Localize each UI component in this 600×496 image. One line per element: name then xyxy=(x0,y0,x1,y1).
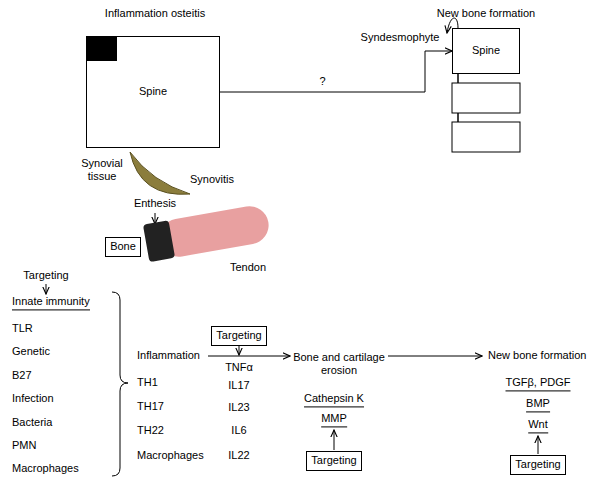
text-label: BMP xyxy=(526,397,550,412)
text-label: Inflammation osteitis xyxy=(105,7,205,20)
text-label: Inflammation xyxy=(137,349,200,362)
text-label: New bone formation xyxy=(488,349,586,362)
bony-bridge xyxy=(457,113,459,122)
edge-group xyxy=(220,51,452,92)
text-label: Bacteria xyxy=(12,416,52,429)
text-label: TLR xyxy=(12,322,33,335)
node-text: Bone xyxy=(110,240,136,253)
flow-arrow xyxy=(208,356,290,357)
spine-box: Spine xyxy=(452,28,520,74)
node-text: Spine xyxy=(472,44,500,57)
text-label: Cathepsin K xyxy=(304,392,364,407)
bony-bridge xyxy=(457,74,459,83)
text-label: New bone formation xyxy=(437,7,535,20)
text-label: Wnt xyxy=(528,418,548,433)
text-label: Enthesis xyxy=(134,197,176,210)
text-label: Innate immunity xyxy=(12,295,90,310)
text-label: Synovial tissue xyxy=(71,157,133,183)
text-label: TH17 xyxy=(137,400,164,413)
text-label: Tendon xyxy=(230,261,266,274)
text-label: IL17 xyxy=(228,379,249,392)
target-box: Targeting xyxy=(510,455,566,475)
flow-arrow xyxy=(388,356,482,357)
vertebra-box xyxy=(452,122,520,152)
tendon-figure xyxy=(143,203,272,262)
enthesis-arrow xyxy=(155,213,156,224)
text-label: PMN xyxy=(12,439,36,452)
text-label: IL23 xyxy=(228,401,249,414)
synovium-crescent xyxy=(130,152,190,194)
text-label: TH22 xyxy=(137,424,164,437)
target-arrow xyxy=(334,430,335,450)
text-label: Targeting xyxy=(23,269,68,282)
text-label: Macrophages xyxy=(12,462,79,475)
text-label: B27 xyxy=(12,369,32,382)
text-label: Genetic xyxy=(12,345,50,358)
node-text: Targeting xyxy=(311,454,356,467)
node-text: Targeting xyxy=(216,329,261,342)
text-label: TNFα xyxy=(225,361,253,374)
flow-arrow xyxy=(46,284,47,294)
node-text: Targeting xyxy=(515,458,560,471)
bone-box: Bone xyxy=(105,237,141,257)
text-label: Bone and cartilage erosion xyxy=(291,351,387,377)
curly-brace xyxy=(112,292,128,476)
text-label: Syndesmophyte xyxy=(361,31,440,44)
enthesis xyxy=(143,220,175,262)
text-label: TGFβ, PDGF xyxy=(506,376,571,391)
target-box: Targeting xyxy=(211,326,267,346)
text-label: Synovitis xyxy=(190,173,234,186)
edge-label: ? xyxy=(317,75,327,87)
spine-box: Spine xyxy=(86,36,220,148)
text-label: MMP xyxy=(321,412,347,427)
connector xyxy=(220,51,452,92)
text-label: IL22 xyxy=(228,449,249,462)
vertebra-box xyxy=(452,83,520,113)
text-label: TH1 xyxy=(137,376,158,389)
target-box: Targeting xyxy=(306,451,362,471)
target-arrow xyxy=(239,346,240,355)
text-label: Infection xyxy=(12,392,54,405)
text-label: IL6 xyxy=(231,424,246,437)
node-text: Spine xyxy=(139,85,167,98)
osteitis-mark xyxy=(87,37,117,61)
target-arrow xyxy=(538,436,539,454)
text-label: Macrophages xyxy=(137,449,204,462)
